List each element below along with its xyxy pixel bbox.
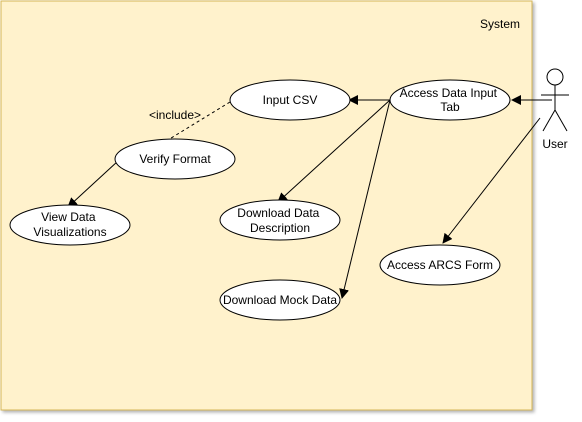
actor-user: User (541, 68, 569, 151)
stick-figure-icon (541, 68, 569, 132)
connector-access-data-input-tab-to-download-mock-data (339, 99, 391, 299)
system-label: System (480, 17, 520, 31)
use-case-view-data-visualizations-label: View Data Visualizations (33, 210, 106, 239)
connector-user-to-access-arcs-form (442, 117, 541, 244)
use-case-verify-format-label: Verify Format (139, 152, 211, 166)
use-case-access-arcs-form: Access ARCS Form (379, 244, 501, 286)
connector-verify-format-to-view-data-visualizations (67, 160, 119, 208)
actor-user-label: User (542, 137, 567, 151)
use-case-view-data-visualizations: View Data Visualizations (9, 204, 131, 246)
use-case-verify-format: Verify Format (114, 138, 236, 180)
use-case-input-csv-label: Input CSV (263, 93, 318, 107)
include-stereotype-label: <include> (149, 108, 201, 122)
use-case-access-data-input-tab: Access Data Input Tab (389, 79, 511, 121)
use-case-download-data-description-label: Download Data Description (237, 206, 322, 235)
use-case-download-mock-data: Download Mock Data (219, 279, 341, 321)
connector-access-data-input-tab-to-download-data-description (277, 99, 391, 203)
use-case-download-data-description: Download Data Description (219, 199, 341, 241)
use-case-access-data-input-tab-label: Access Data Input Tab (400, 86, 501, 114)
connector-include-input-csv-to-verify-format (162, 101, 231, 144)
use-case-input-csv: Input CSV (229, 79, 351, 121)
use-case-access-arcs-form-label: Access ARCS Form (387, 258, 493, 272)
use-case-download-mock-data-label: Download Mock Data (223, 293, 337, 307)
